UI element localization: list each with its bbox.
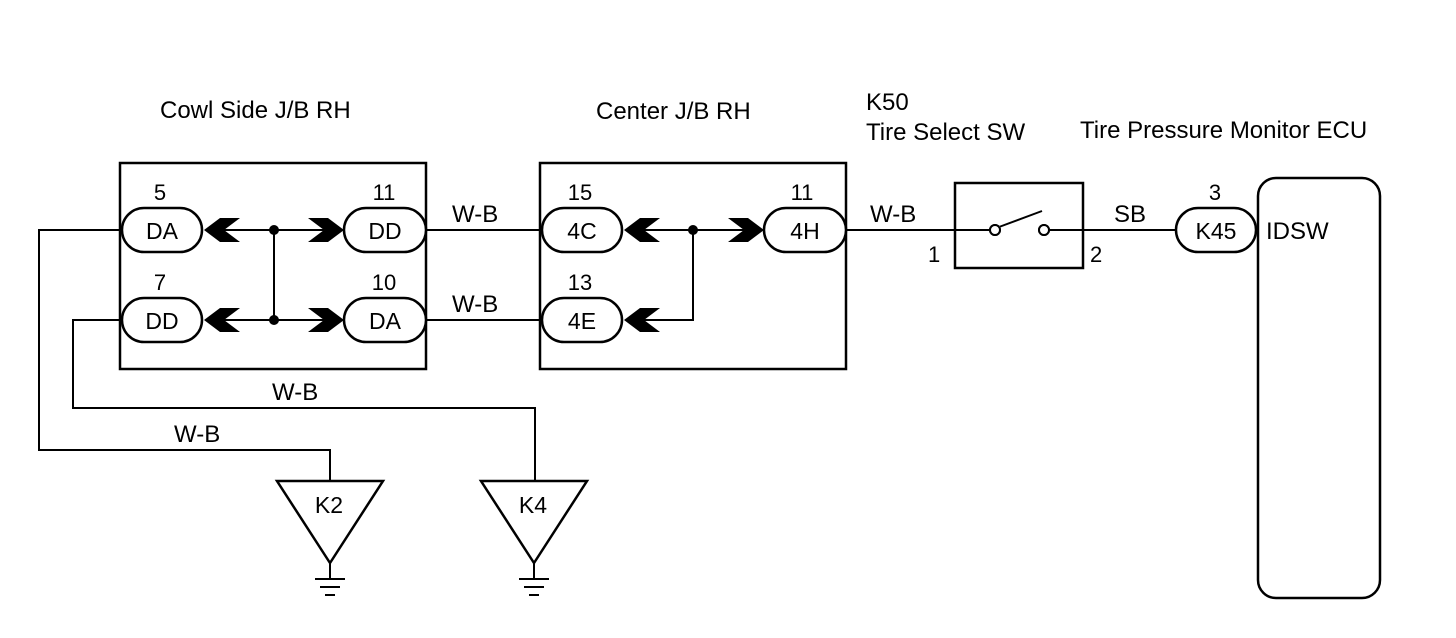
wire-color-label: W-B — [870, 201, 916, 228]
ecu-title: Tire Pressure Monitor ECU — [1080, 117, 1367, 144]
connector-pin-number: 5 — [154, 180, 166, 205]
ground-k2-label: K2 — [315, 492, 343, 518]
wire-color-label: SB — [1114, 201, 1146, 228]
connector-4e-pill — [540, 296, 624, 344]
junction-dot — [269, 225, 279, 235]
connector-code: 4E — [568, 308, 596, 334]
junction-dot — [269, 315, 279, 325]
connector-pin-number: 11 — [791, 180, 814, 205]
connector-k45-pill — [1174, 206, 1258, 254]
wire-dd-to-k4 — [72, 319, 536, 480]
ecu-terminal-label: IDSW — [1266, 218, 1329, 245]
connector-arrow — [308, 218, 344, 242]
connector-da-pill — [120, 206, 204, 254]
connector-dd-pill — [120, 296, 204, 344]
connector-da-pill — [342, 296, 428, 344]
ecu-box — [1256, 176, 1382, 600]
connector-4c-pill — [540, 206, 624, 254]
ground-k4: K4 — [478, 479, 590, 596]
connector-arrow — [204, 218, 240, 242]
ground-k4-label: K4 — [519, 492, 547, 518]
switch-title: Tire Select SW — [866, 119, 1025, 146]
center-internal-bus — [642, 230, 694, 321]
connector-pin-number: 10 — [372, 270, 396, 295]
wire-color-label: W-B — [272, 379, 318, 406]
connector-4h-pill — [762, 206, 848, 254]
ground-k2: K2 — [274, 479, 386, 596]
connector-arrow — [624, 218, 660, 242]
connector-code: 4H — [790, 218, 819, 244]
switch-code-label: K50 — [866, 89, 909, 116]
switch-lever — [998, 210, 1043, 228]
connector-pin-number: 15 — [568, 180, 592, 205]
center-jb-title: Center J/B RH — [596, 98, 751, 125]
connector-pin-number: 3 — [1209, 180, 1221, 205]
connector-code: K45 — [1196, 218, 1237, 244]
connector-code: DD — [368, 218, 401, 244]
connector-dd-pill — [342, 206, 428, 254]
tire-select-switch-box — [953, 181, 1085, 270]
wire-color-label: W-B — [452, 201, 498, 228]
wire-color-label: W-B — [452, 291, 498, 318]
connector-arrow — [728, 218, 764, 242]
wire-color-label: W-B — [174, 421, 220, 448]
switch-pin-2: 2 — [1090, 242, 1102, 267]
junction-dot — [688, 225, 698, 235]
cowl-jb-box — [118, 161, 428, 371]
switch-pin-1: 1 — [928, 242, 940, 267]
connector-arrow — [204, 308, 240, 332]
wire-da-to-k2 — [38, 229, 331, 480]
connector-pin-number: 7 — [154, 270, 166, 295]
connector-arrow — [624, 308, 660, 332]
connector-code: DD — [145, 308, 178, 334]
center-jb-box — [538, 161, 848, 371]
connector-arrow — [308, 308, 344, 332]
connector-pin-number: 11 — [373, 180, 396, 205]
connector-code: 4C — [567, 218, 596, 244]
connector-code: DA — [146, 218, 179, 244]
connector-pin-number: 13 — [568, 270, 592, 295]
cowl-jb-title: Cowl Side J/B RH — [160, 97, 351, 124]
connector-code: DA — [369, 308, 402, 334]
